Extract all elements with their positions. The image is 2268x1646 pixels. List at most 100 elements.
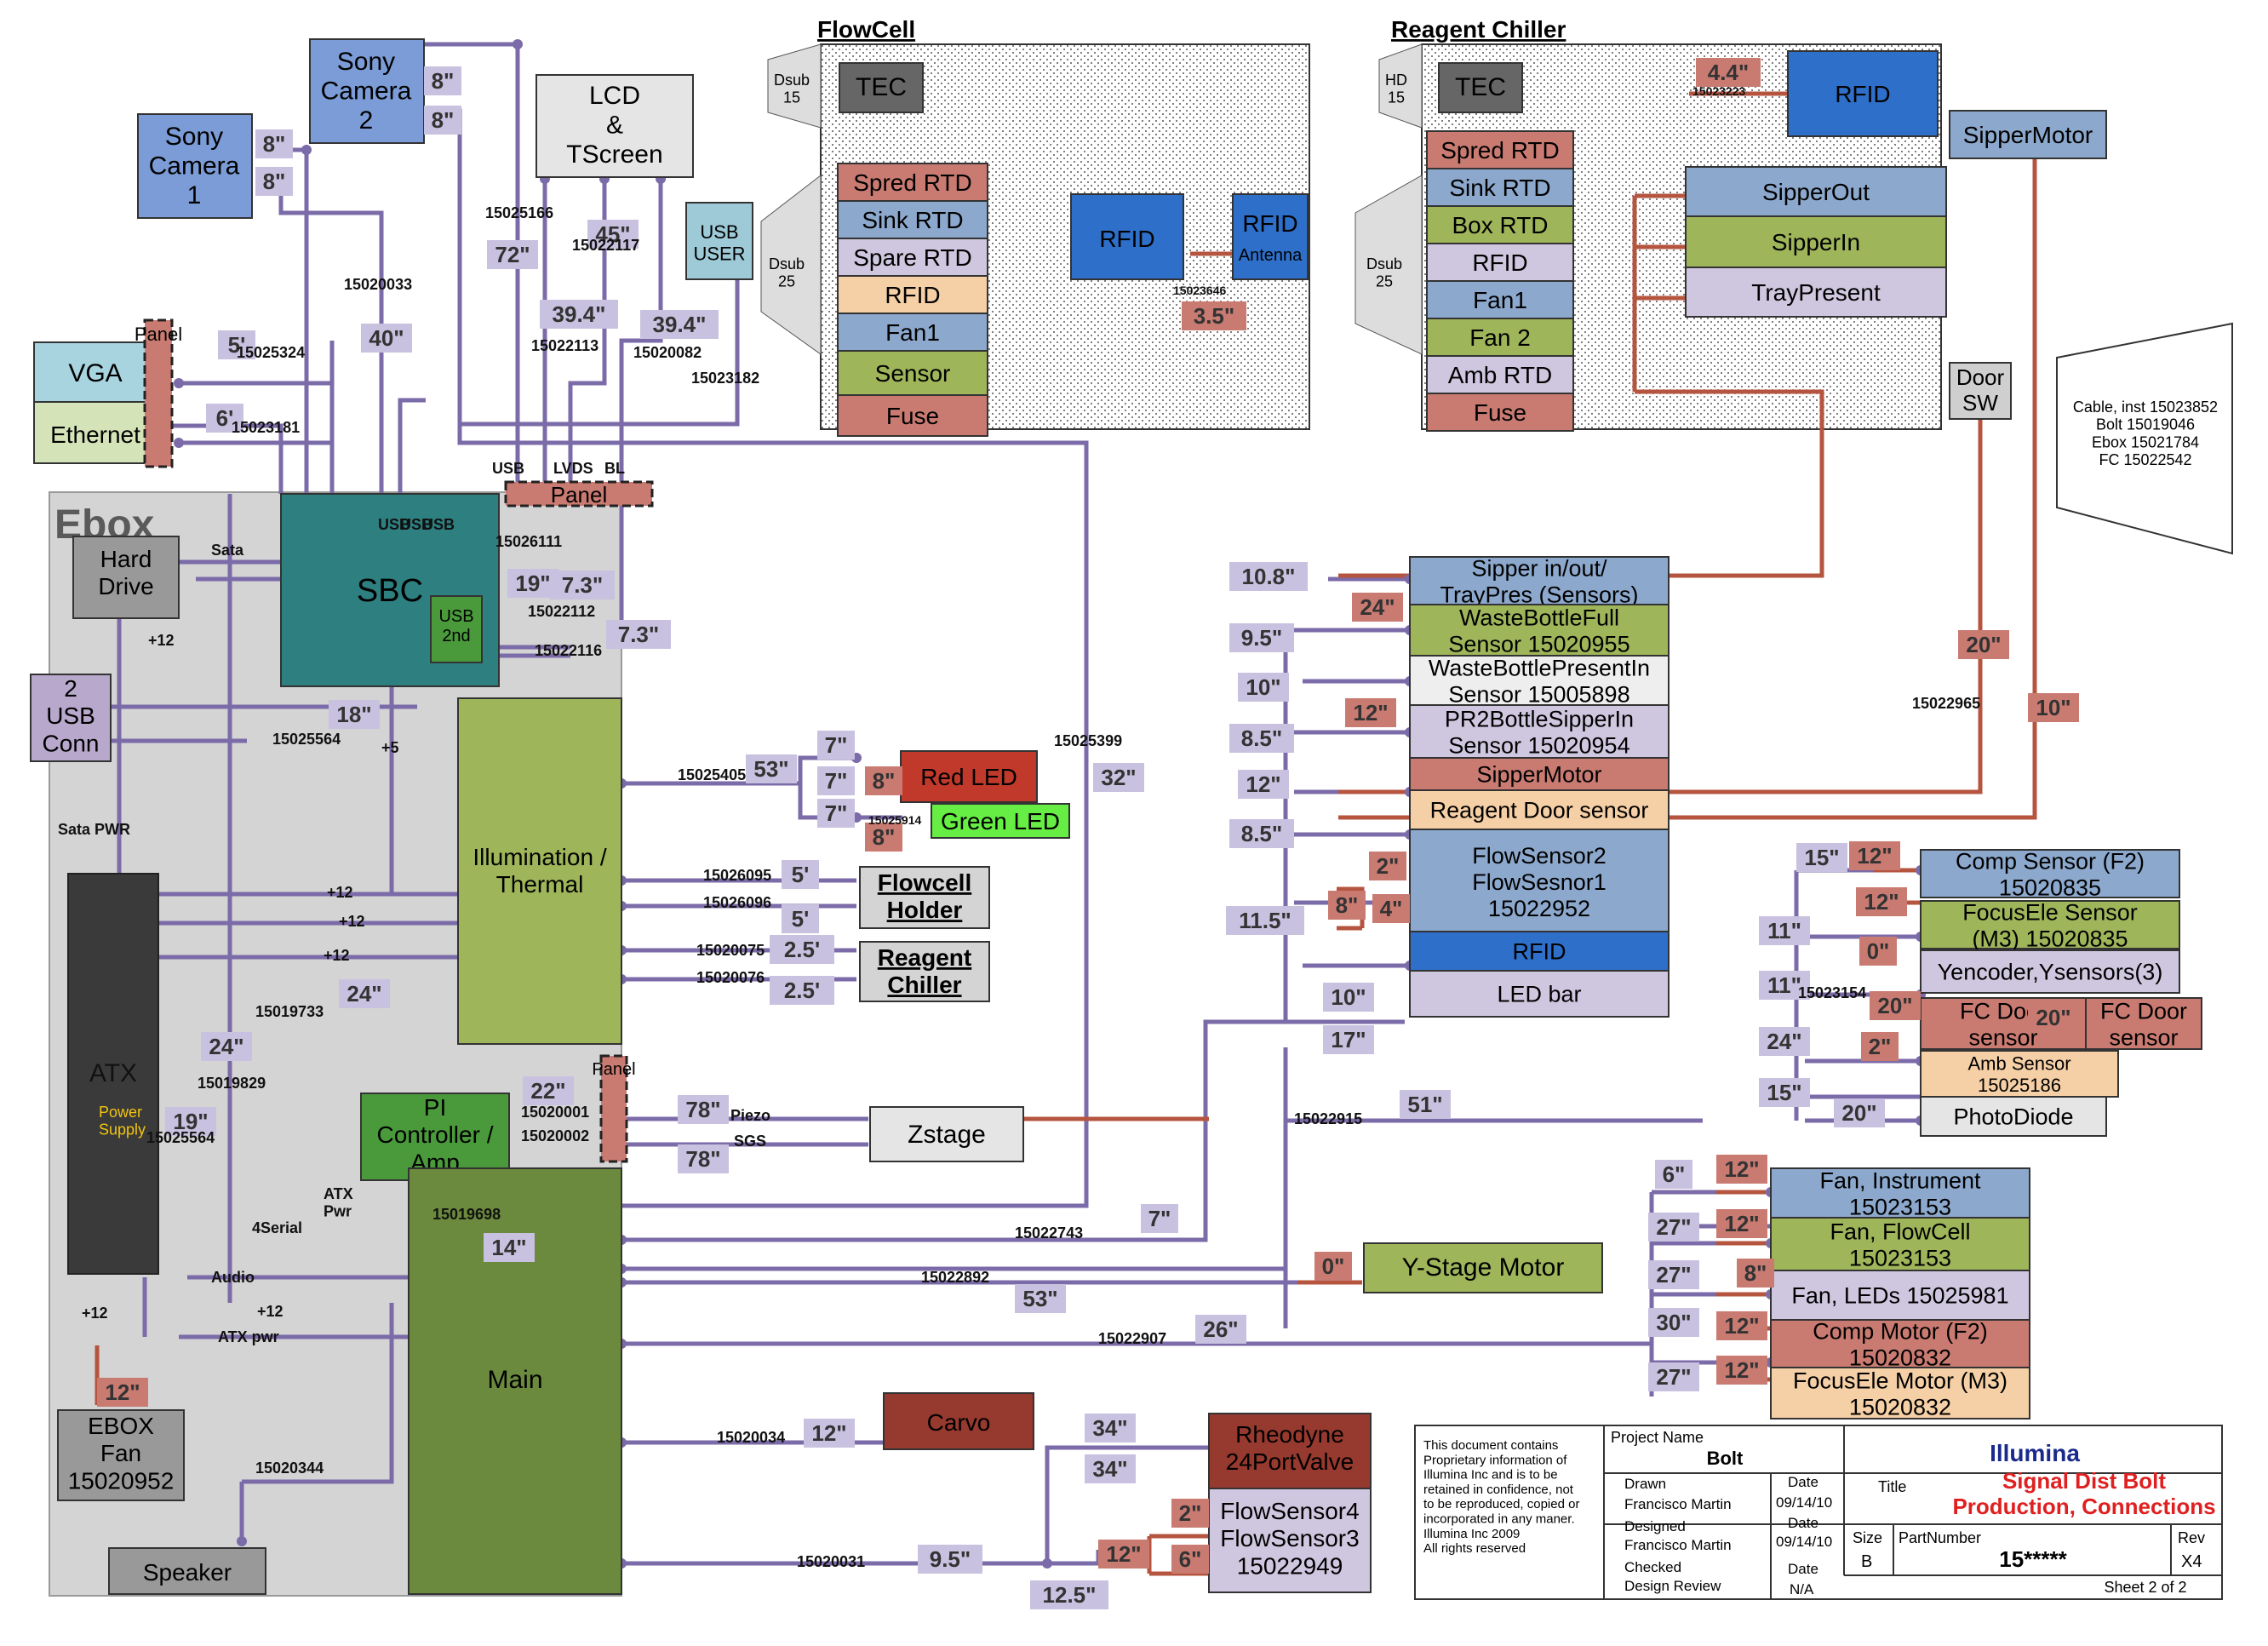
sensor-stack: Sipper in/out/TrayPres (Sensors)WasteBot…	[1409, 556, 1670, 1018]
length-label-8: 39.4"	[653, 312, 707, 337]
length-label-box-41	[1141, 1204, 1178, 1233]
part-number-23: 15020002	[521, 1127, 589, 1144]
length-label-45: 9.5"	[930, 1546, 971, 1572]
sensor-stack-label-5: Reagent Door sensor	[1430, 797, 1649, 823]
vga-box: VGA	[33, 341, 158, 403]
connector-label-20: SGS	[734, 1133, 766, 1150]
green-led-label: Green LED	[941, 808, 1060, 834]
length-label-27: 5'	[792, 862, 810, 887]
length-label-50: 11"	[1767, 918, 1801, 943]
length-red-box-6	[1369, 852, 1406, 880]
length-label-51: 11"	[1767, 972, 1801, 998]
length-label-box-52	[1759, 1027, 1810, 1056]
length-label-box-8	[640, 310, 719, 339]
flowcell-tec-label: TEC	[856, 73, 907, 101]
cable-length-labels: 8"8"8"8"72"45"40"39.4"39.4"5'6'19"7.3"7.…	[97, 58, 2079, 1609]
carvo-label: Carvo	[927, 1409, 991, 1436]
length-label-box-3	[255, 167, 293, 196]
ch-items-box-3	[1426, 243, 1574, 282]
length-red-18: 12"	[1724, 1156, 1759, 1182]
connector-label-9: BL	[604, 460, 625, 477]
length-red-box-5	[1345, 698, 1396, 727]
length-label-box-46	[1030, 1580, 1108, 1609]
right-stack-box-6	[1920, 1096, 2107, 1137]
speaker-label: Speaker	[143, 1559, 232, 1586]
ch-sipper-box-1	[1685, 215, 1947, 268]
fc-items-box-2	[837, 238, 988, 277]
part-number-19: 15019733	[255, 1003, 324, 1020]
length-red-box-21	[1716, 1311, 1767, 1340]
part-number-35: 15023223	[1692, 84, 1746, 98]
part-number-11: 15025564	[272, 731, 341, 748]
title-designed: Francisco Martin	[1624, 1537, 1732, 1553]
ch-items-label-2: Box RTD	[1452, 212, 1548, 238]
length-label-box-0	[424, 66, 461, 95]
ch-items-label-4: Fan1	[1473, 287, 1527, 313]
carvo: Carvo	[883, 1392, 1034, 1450]
connector-label-1: +12	[148, 632, 175, 649]
length-label-box-48	[1085, 1454, 1136, 1483]
sensor-stack-box-0	[1409, 556, 1670, 605]
ch-sipper-label-0: SipperOut	[1762, 179, 1870, 205]
red-led-label: Red LED	[920, 764, 1017, 790]
connector-label-2: Sata PWR	[58, 821, 130, 838]
fc-items-box-0	[837, 163, 988, 202]
panel-vertical: Panel	[135, 318, 182, 468]
ch-items-label-3: RFID	[1472, 249, 1527, 276]
length-label-box-21	[746, 754, 797, 783]
title-checked-label: Checked	[1624, 1559, 1681, 1575]
title-date-3: N/A	[1790, 1581, 1814, 1597]
length-red-box-13	[1859, 937, 1897, 966]
length-label-box-16	[201, 1032, 252, 1061]
part-number-0: 15025166	[485, 204, 553, 221]
vga-label: VGA	[68, 359, 122, 387]
part-number-13: 15025914	[868, 813, 922, 827]
length-label-box-37	[1226, 906, 1304, 935]
length-label-box-30	[770, 976, 834, 1005]
length-label-21: 53"	[753, 756, 788, 782]
length-label-box-10	[206, 404, 243, 433]
length-label-39: 17"	[1331, 1027, 1366, 1052]
length-label-box-56	[1648, 1213, 1699, 1242]
length-label-box-25	[678, 1095, 729, 1124]
chiller-rfid-label: RFID	[1835, 81, 1890, 107]
length-label-box-45	[918, 1545, 982, 1574]
title-title-label: Title	[1878, 1478, 1906, 1495]
part-number-20: 15019829	[198, 1075, 266, 1092]
length-red-box-17	[1314, 1252, 1352, 1281]
length-label-46: 12.5"	[1043, 1582, 1097, 1608]
length-label-box-6	[361, 324, 412, 353]
connector-label-17: ATX pwr	[218, 1328, 279, 1345]
part-number-8: 15026111	[495, 533, 562, 550]
length-red-14: 20"	[1877, 993, 1912, 1018]
length-label-11: 19"	[515, 571, 550, 596]
title-drawn: Francisco Martin	[1624, 1496, 1732, 1512]
length-label-54: 20"	[1841, 1100, 1876, 1126]
length-label-box-19	[484, 1233, 535, 1262]
ch-items-label-6: Amb RTD	[1448, 362, 1552, 388]
red-led: Red LED	[900, 750, 1038, 803]
length-red-box-14	[1870, 991, 1921, 1020]
title-date-1: 09/14/10	[1776, 1494, 1832, 1511]
ch-items-box-6	[1426, 355, 1574, 394]
fc-items-label-0: Spred RTD	[853, 169, 972, 196]
title-size: B	[1861, 1552, 1872, 1571]
flowcell-title: FlowCell	[817, 16, 915, 43]
part-number-33: 15023154	[1798, 984, 1866, 1001]
length-label-box-14	[329, 700, 380, 729]
